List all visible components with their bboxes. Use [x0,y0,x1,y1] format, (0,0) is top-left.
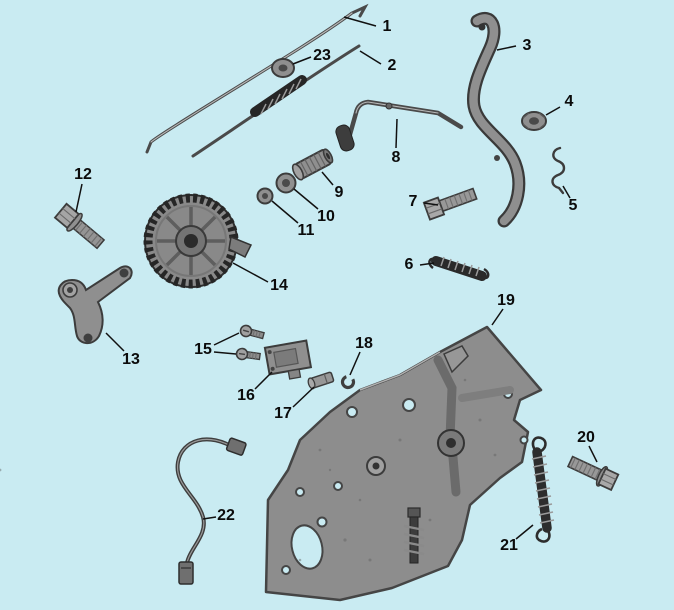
leader-line-18 [349,351,361,376]
callout-label-18: 18 [355,335,373,352]
leader-line-10 [293,188,319,210]
callout-label-9: 9 [335,184,344,201]
callout-label-8: 8 [392,149,401,166]
leader-line-8 [395,118,398,149]
part-screw-b [235,347,261,361]
part-governor-spring [428,256,490,281]
leader-line-19 [491,308,504,326]
part-governor-arm [57,265,133,345]
leader-line-11 [271,200,299,224]
part-control-rod [335,99,464,152]
leader-line-14 [232,262,269,283]
callout-label-23: 23 [313,47,331,64]
callout-label-20: 20 [577,429,595,446]
part-cotter-clip [551,146,566,195]
callout-label-13: 13 [122,351,140,368]
part-screw-a [239,324,265,340]
leader-line-4 [545,106,561,116]
callout-label-4: 4 [565,93,574,110]
callout-label-15: 15 [194,341,212,358]
callout-label-17: 17 [274,405,292,422]
callout-label-6: 6 [405,256,414,273]
leader-line-2 [359,50,382,65]
callout-label-19: 19 [497,292,515,309]
part-grommet [271,58,295,78]
part-e-clip [340,374,356,390]
callout-label-12: 12 [74,166,92,183]
part-washer-small [256,187,274,205]
callout-label-1: 1 [383,18,392,35]
callout-label-5: 5 [569,197,578,214]
leader-line-1 [343,16,377,27]
leader-line-15-1 [213,351,237,355]
callout-label-16: 16 [237,387,255,404]
part-washer-large [275,172,297,194]
part-timing-gear [143,193,253,289]
part-spacer-pin [307,371,335,390]
leader-line-15 [213,332,240,346]
callout-label-2: 2 [388,57,397,74]
part-flange-nut [521,111,547,131]
part-mounting-plate [0,325,543,602]
part-pivot-bushing [291,148,334,181]
part-brake-lever [466,12,526,228]
part-interlock-module [263,339,313,380]
part-mounting-bolt [53,202,106,250]
leader-line-5 [562,185,571,199]
callout-label-10: 10 [317,208,335,225]
leader-line-22 [202,516,217,520]
callout-label-22: 22 [217,507,235,524]
callout-label-14: 14 [270,277,288,294]
part-interlock-cable [175,437,247,585]
part-hex-bolt-20 [566,455,620,492]
leader-line-17 [292,386,315,408]
callout-label-11: 11 [298,222,315,239]
leader-line-7 [423,202,439,206]
callout-label-21: 21 [500,537,518,554]
leader-line-9 [321,171,334,186]
leader-line-23 [292,56,312,65]
leader-line-20 [588,445,598,463]
leader-line-21 [515,524,534,540]
callout-label-7: 7 [409,193,418,210]
part-extension-spring [531,436,555,543]
part-governor-link-rod [191,44,361,158]
leader-line-12 [75,183,83,213]
leader-line-13 [105,332,125,352]
callout-label-3: 3 [523,37,532,54]
leader-line-16 [254,371,273,390]
leader-line-6 [419,262,435,266]
leader-line-3 [496,45,517,51]
